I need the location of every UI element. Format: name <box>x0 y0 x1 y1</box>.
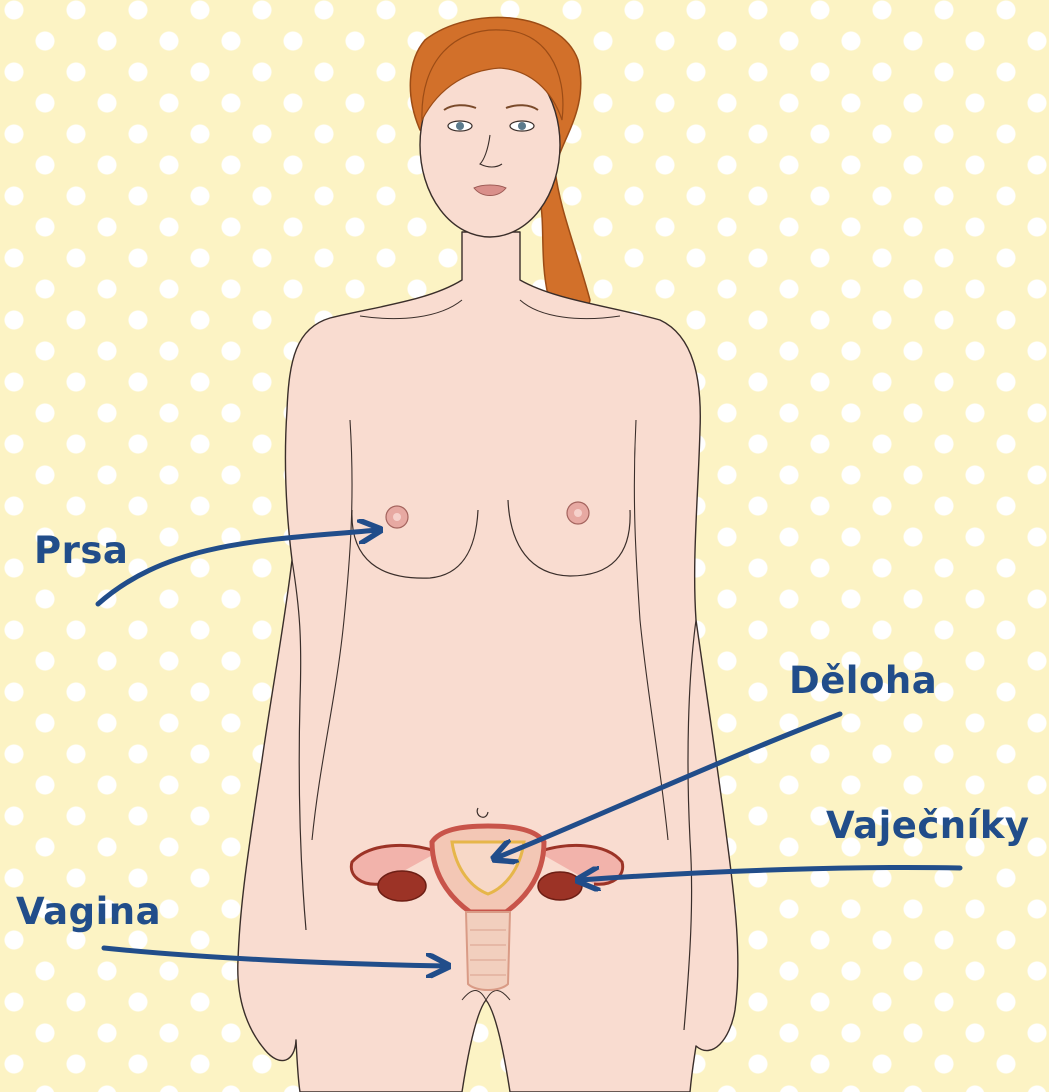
ovary-left <box>378 871 426 901</box>
label-prsa: Prsa <box>34 532 128 569</box>
cervix-vagina <box>466 912 510 990</box>
label-vagina: Vagina <box>16 893 161 930</box>
label-deloha: Děloha <box>789 662 937 699</box>
ovary-right <box>538 872 582 900</box>
label-vajecniky: Vaječníky <box>826 807 1030 844</box>
